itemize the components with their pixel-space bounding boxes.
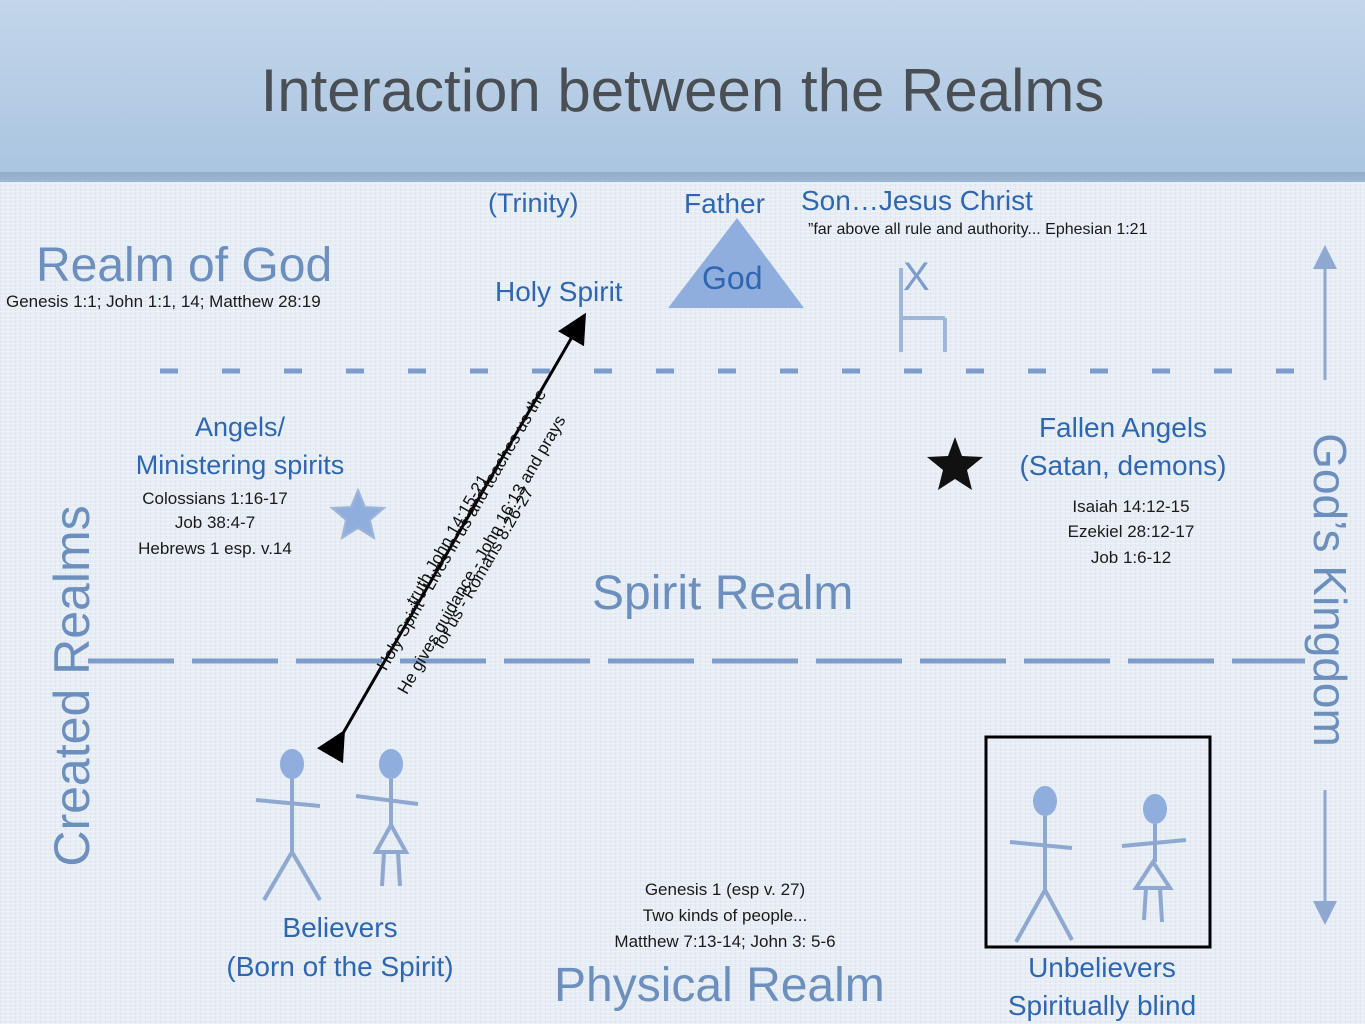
slide-title: Interaction between the Realms	[260, 57, 1105, 124]
created-realms-label: Created Realms	[44, 505, 100, 867]
god-triangle	[668, 218, 804, 308]
unbelievers-line1: Unbelievers	[1028, 952, 1176, 983]
slide-background	[0, 182, 1365, 1024]
people-ref-1: Genesis 1 (esp v. 27)	[644, 880, 806, 899]
spirit-realm-label: Spirit Realm	[592, 567, 854, 620]
fallen-angels-title-line1: Fallen Angels	[1038, 412, 1208, 443]
fallen-angels-title-line2: (Satan, demons)	[1019, 450, 1227, 481]
people-ref-2: Two kinds of people...	[642, 906, 808, 925]
holy-spirit-label: Holy Spirit	[495, 276, 623, 307]
angels-ref-3: Hebrews 1 esp. v.14	[138, 539, 292, 558]
believer-man-figure	[255, 749, 322, 902]
fallen-angels-ref-2: Ezekiel 28:12-17	[1067, 522, 1195, 541]
angels-title-line1: Angels/	[194, 412, 286, 442]
god-label: God	[702, 260, 763, 296]
spiritual-blindness-box	[984, 735, 1212, 949]
angels-title-line2: Ministering spirits	[135, 450, 345, 480]
unbeliever-man-figure	[1009, 786, 1074, 943]
unbeliever-woman-figure	[1121, 794, 1187, 923]
fallen-angels-ref-1: Isaiah 14:12-15	[1072, 497, 1190, 516]
trinity-label: (Trinity)	[488, 188, 579, 218]
father-label: Father	[684, 188, 765, 219]
people-ref-3: Matthew 7:13-14; John 3: 5-6	[614, 932, 836, 951]
gods-kingdom-label: God’s Kingdom	[1304, 433, 1356, 747]
unbelievers-line2: Spiritually blind	[1007, 990, 1197, 1021]
title-banner	[0, 0, 1365, 182]
son-quote: ”far above all rule and authority... Eph…	[808, 221, 1148, 238]
throne-x-mark: X	[903, 255, 930, 299]
believers-line2: (Born of the Spirit)	[226, 951, 454, 982]
holy-spirit-arrow	[317, 312, 587, 764]
physical-realm-label: Physical Realm	[554, 959, 885, 1012]
realm-of-god-label: Realm of God	[36, 239, 333, 292]
realm-of-god-refs: Genesis 1:1; John 1:1, 14; Matthew 28:19	[6, 292, 321, 311]
fallen-angel-star	[927, 437, 983, 490]
throne-icon	[899, 268, 947, 352]
believer-woman-figure	[355, 749, 419, 887]
believers-line1: Believers	[282, 912, 398, 943]
fallen-angels-ref-3: Job 1:6-12	[1090, 548, 1172, 567]
angels-ref-2: Job 38:4-7	[174, 513, 256, 532]
son-label: Son…Jesus Christ	[801, 185, 1033, 216]
angels-ref-1: Colossians 1:16-17	[142, 489, 288, 508]
